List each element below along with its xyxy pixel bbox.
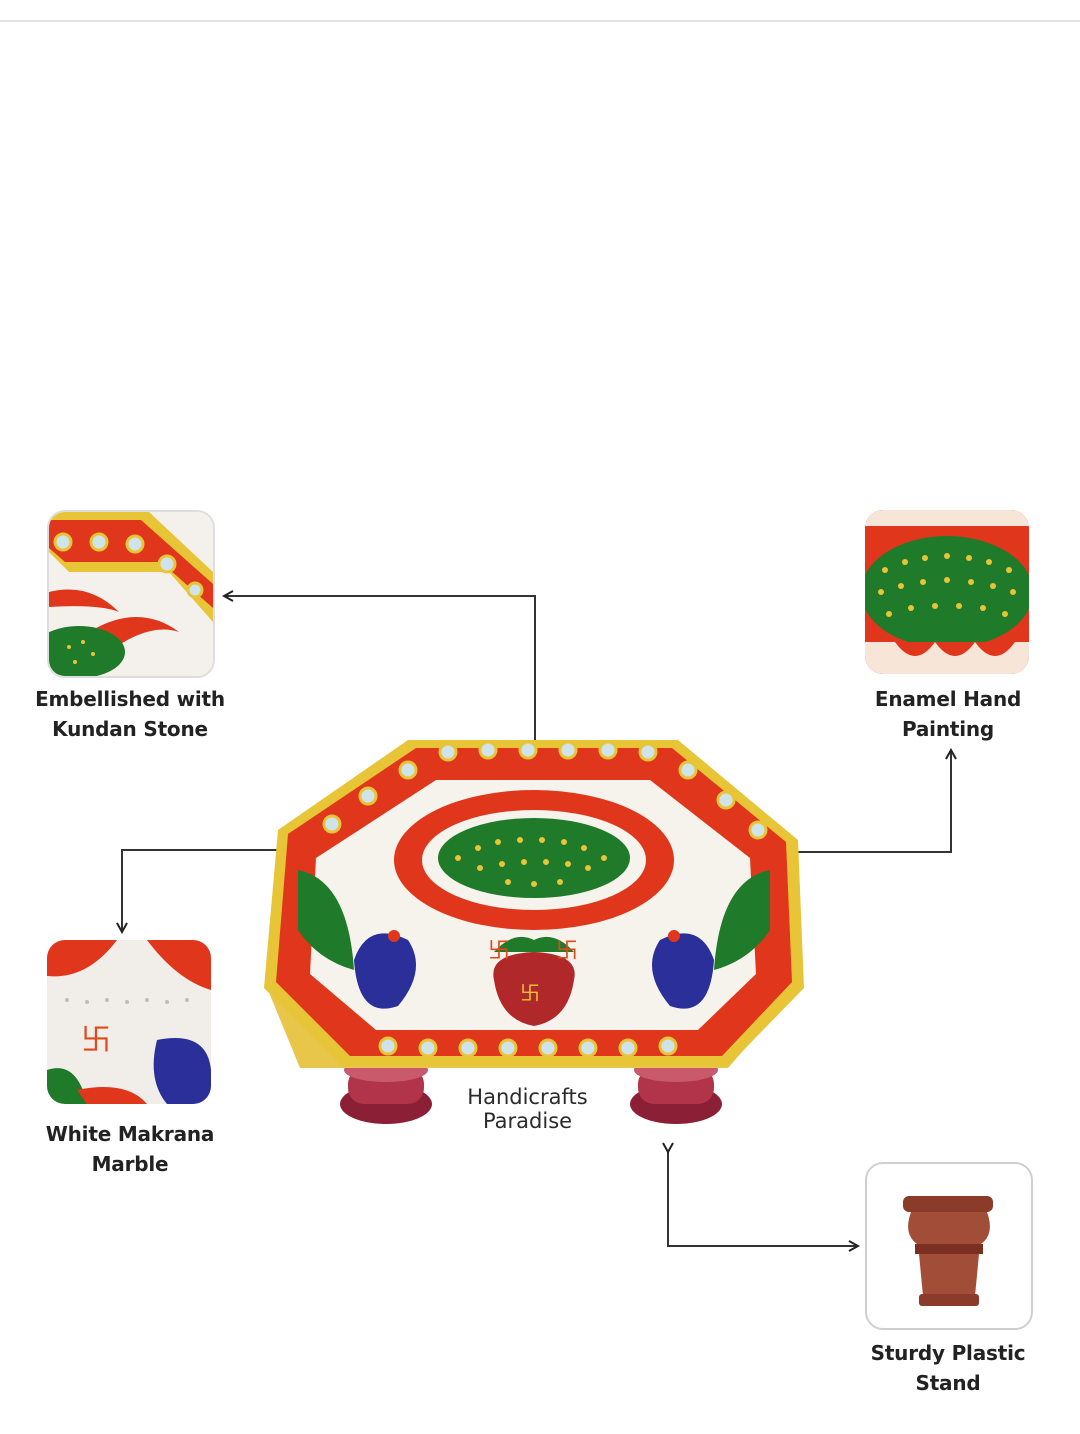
feature-label-stand-line1: Sturdy Plastic <box>870 1341 1026 1365</box>
feature-label-kundan-line1: Embellished with <box>35 687 225 711</box>
feature-label-enamel: Enamel Hand Painting <box>838 684 1058 744</box>
kundan-stone-thumbnail <box>47 510 215 678</box>
feature-label-stand: Sturdy Plastic Stand <box>838 1338 1058 1398</box>
plastic-stand-leg-icon <box>903 1196 993 1306</box>
product-chowki-image: 卐 卐 卐 <box>264 740 804 1124</box>
feature-label-marble-line2: Marble <box>91 1152 169 1176</box>
enamel-painting-closeup-icon <box>865 510 1029 674</box>
enamel-painting-thumbnail <box>865 510 1029 674</box>
brand-watermark: Handicrafts Paradise <box>467 1085 588 1133</box>
feature-label-marble-line1: White Makrana <box>45 1122 215 1146</box>
feature-label-kundan-line2: Kundan Stone <box>52 717 208 741</box>
arrow-stand <box>668 1152 858 1246</box>
feature-label-stand-line2: Stand <box>915 1371 981 1395</box>
marble-thumbnail: 卐 <box>47 940 211 1104</box>
feature-label-enamel-line1: Enamel Hand <box>874 687 1022 711</box>
svg-text:卐: 卐 <box>488 939 510 964</box>
arrow-kundan <box>224 596 535 750</box>
marble-closeup-icon: 卐 <box>47 940 211 1104</box>
feature-label-kundan: Embellished with Kundan Stone <box>20 684 240 744</box>
feature-label-enamel-line2: Painting <box>901 717 995 741</box>
plastic-stand-thumbnail <box>865 1162 1033 1330</box>
svg-text:卐: 卐 <box>520 981 540 1005</box>
kundan-stone-closeup-icon <box>49 512 213 676</box>
svg-text:卐: 卐 <box>556 939 578 964</box>
svg-text:卐: 卐 <box>81 1023 111 1058</box>
top-divider <box>0 0 1080 22</box>
feature-label-marble: White Makrana Marble <box>20 1119 240 1179</box>
